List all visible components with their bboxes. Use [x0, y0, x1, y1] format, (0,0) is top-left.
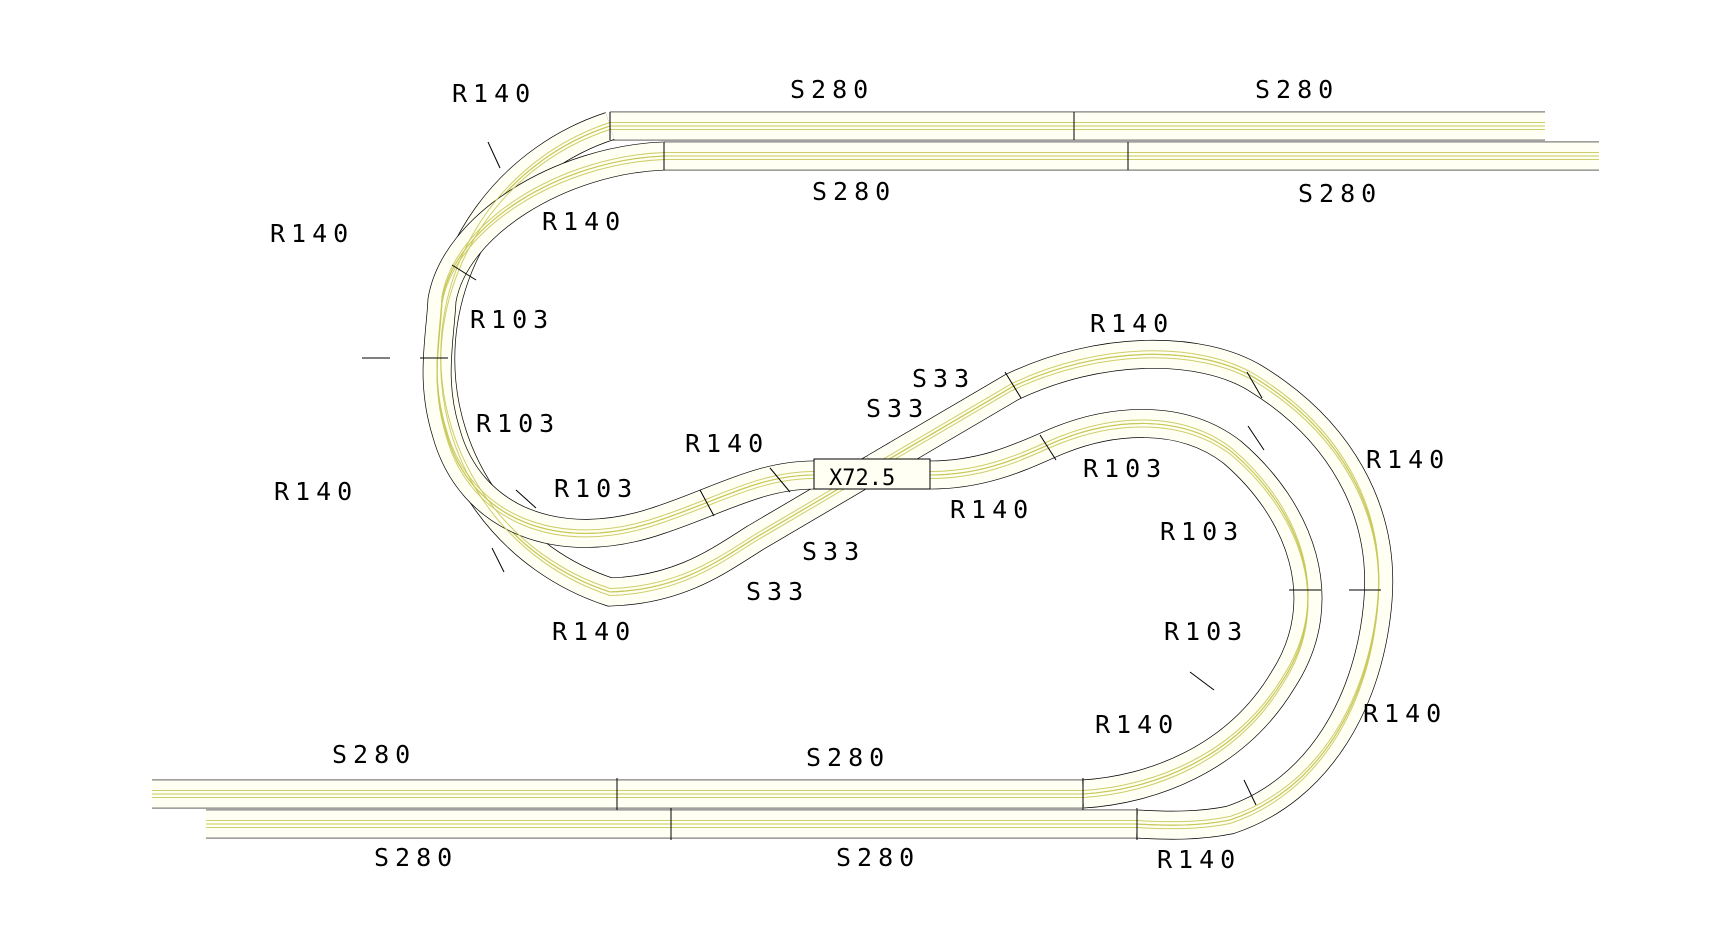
label-r140-crossing-left: R140 [685, 429, 769, 458]
label-r140-inner-top: R140 [542, 207, 626, 236]
crossing-x725-piece [813, 458, 931, 490]
label-r103-right-1: R103 [1083, 454, 1167, 483]
rail-joint-11 [451, 264, 477, 281]
rail-joint-12 [491, 547, 505, 573]
label-s33-upper-1: S33 [912, 364, 975, 393]
label-s33-lower-2: S33 [746, 577, 809, 606]
track-right-inner-loop-rail [929, 422, 1309, 795]
label-r103-right-3: R103 [1164, 617, 1248, 646]
rail-joint-20 [1004, 371, 1022, 399]
label-r140-crossing-right: R140 [950, 495, 1034, 524]
track-left-inner-loop-rail [436, 155, 930, 534]
rail-line-right-outer-loop-0 [873, 357, 1380, 830]
rail-joint-21 [1039, 434, 1057, 461]
label-r140-left-upper: R140 [270, 219, 354, 248]
label-r140-right-lower: R140 [1363, 699, 1447, 728]
label-r140-left-bottom: R140 [552, 617, 636, 646]
label-s280-bottom-1: S280 [332, 740, 416, 769]
label-r140-left-top: R140 [452, 79, 536, 108]
rail-line-right-outer-loop-1 [873, 350, 1380, 823]
label-r140-right-top: R140 [1090, 309, 1174, 338]
rail-line-left-outer-loop-0 [440, 129, 875, 597]
label-s33-upper-2: S33 [866, 394, 929, 423]
rail-joint-10 [487, 141, 501, 169]
rail-line-left-inner-loop-0 [436, 159, 930, 538]
rail-joint-23 [769, 467, 791, 493]
label-r103-left-1: R103 [470, 305, 554, 334]
label-r140-right-bottom: R140 [1157, 845, 1241, 874]
rail-line-left-inner-loop-1 [436, 152, 930, 531]
label-r103-left-3: R103 [554, 474, 638, 503]
rail-joint-22 [699, 489, 715, 517]
label-s280-top-3: S280 [812, 177, 896, 206]
track-labels: S280 S280 S280 S280 R140 R140 R140 R103 … [270, 75, 1450, 874]
rail-line-left-outer-loop-1 [440, 122, 875, 590]
label-x725-crossing: X72.5 [829, 466, 895, 491]
rail-joint-18 [1243, 779, 1257, 806]
label-s280-bottom-4: S280 [836, 843, 920, 872]
rail-joint-16 [1247, 425, 1265, 451]
label-s280-bottom-3: S280 [374, 843, 458, 872]
label-r103-left-2: R103 [476, 409, 560, 438]
rail-joint-17 [1189, 671, 1215, 691]
rail-joint-13 [515, 489, 537, 509]
rail-joint-19 [1246, 371, 1263, 399]
label-s280-top-2: S280 [1255, 75, 1339, 104]
track-joints [362, 112, 1381, 840]
label-r140-left-lower: R140 [274, 477, 358, 506]
rail-line-right-inner-loop-0 [929, 426, 1309, 798]
label-s280-top-1: S280 [790, 75, 874, 104]
label-r140-right-inner-bottom: R140 [1095, 710, 1179, 739]
label-r140-right-upper: R140 [1366, 445, 1450, 474]
label-s280-top-4: S280 [1298, 179, 1382, 208]
label-s33-lower-1: S33 [802, 537, 865, 566]
label-s280-bottom-2: S280 [806, 743, 890, 772]
label-r103-right-2: R103 [1160, 517, 1244, 546]
